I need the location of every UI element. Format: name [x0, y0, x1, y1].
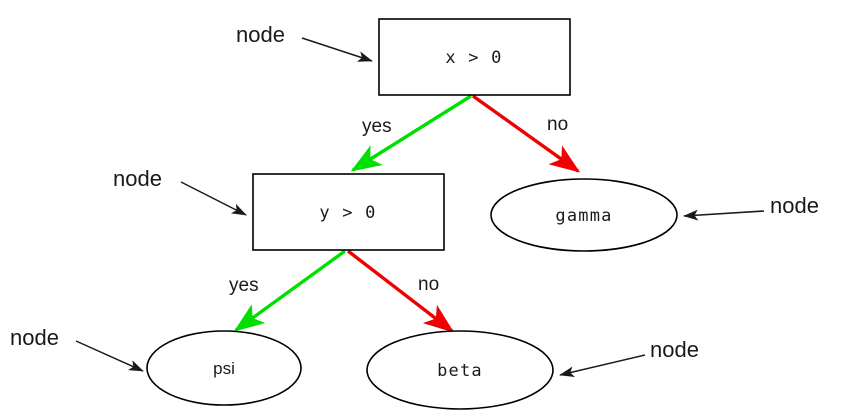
annotation-beta: node [559, 337, 699, 378]
annotation-gamma-label: node [770, 193, 819, 218]
annotation-root-label: node [236, 22, 285, 47]
annotation-beta-label: node [650, 337, 699, 362]
edge-root-yes [350, 94, 472, 172]
annotation-second: node [113, 166, 247, 216]
node-gamma[interactable]: gamma [490, 178, 678, 252]
node-root-label: x > 0 [445, 48, 502, 68]
node-gamma-label: gamma [555, 206, 612, 226]
annotation-beta-arrow [559, 354, 646, 378]
node-root[interactable]: x > 0 [378, 18, 571, 96]
node-gamma-ellipse[interactable] [490, 178, 678, 252]
annotation-gamma: node [683, 193, 819, 221]
edge-labels: yes no yes no [229, 114, 568, 296]
node-beta-ellipse[interactable] [366, 330, 554, 410]
node-psi-label: psi [213, 359, 235, 378]
node-second-box[interactable] [252, 173, 445, 251]
annotation-second-arrow [180, 181, 247, 216]
edge-second-yes [233, 249, 346, 332]
edge-second-no [346, 249, 455, 333]
node-beta[interactable]: beta [366, 330, 554, 410]
edge-label-root-no: no [547, 114, 568, 135]
node-root-box[interactable] [378, 18, 571, 96]
node-psi-ellipse[interactable] [146, 330, 302, 406]
edge-label-root-yes: yes [362, 116, 392, 137]
annotation-psi-arrow [75, 340, 144, 372]
annotation-root-arrow [301, 37, 373, 62]
annotation-second-label: node [113, 166, 162, 191]
annotation-gamma-arrow [683, 209, 765, 221]
node-beta-label: beta [437, 361, 483, 381]
annotation-root: node [236, 22, 373, 62]
edge-label-second-yes: yes [229, 275, 259, 296]
edge-label-second-no: no [418, 274, 439, 295]
node-psi[interactable]: psi [146, 330, 302, 406]
annotation-psi: node [10, 325, 144, 372]
edge-root-no [472, 94, 581, 173]
annotation-psi-label: node [10, 325, 59, 350]
node-second[interactable]: y > 0 [252, 173, 445, 251]
node-second-label: y > 0 [319, 203, 376, 223]
tree-edges [233, 94, 581, 333]
